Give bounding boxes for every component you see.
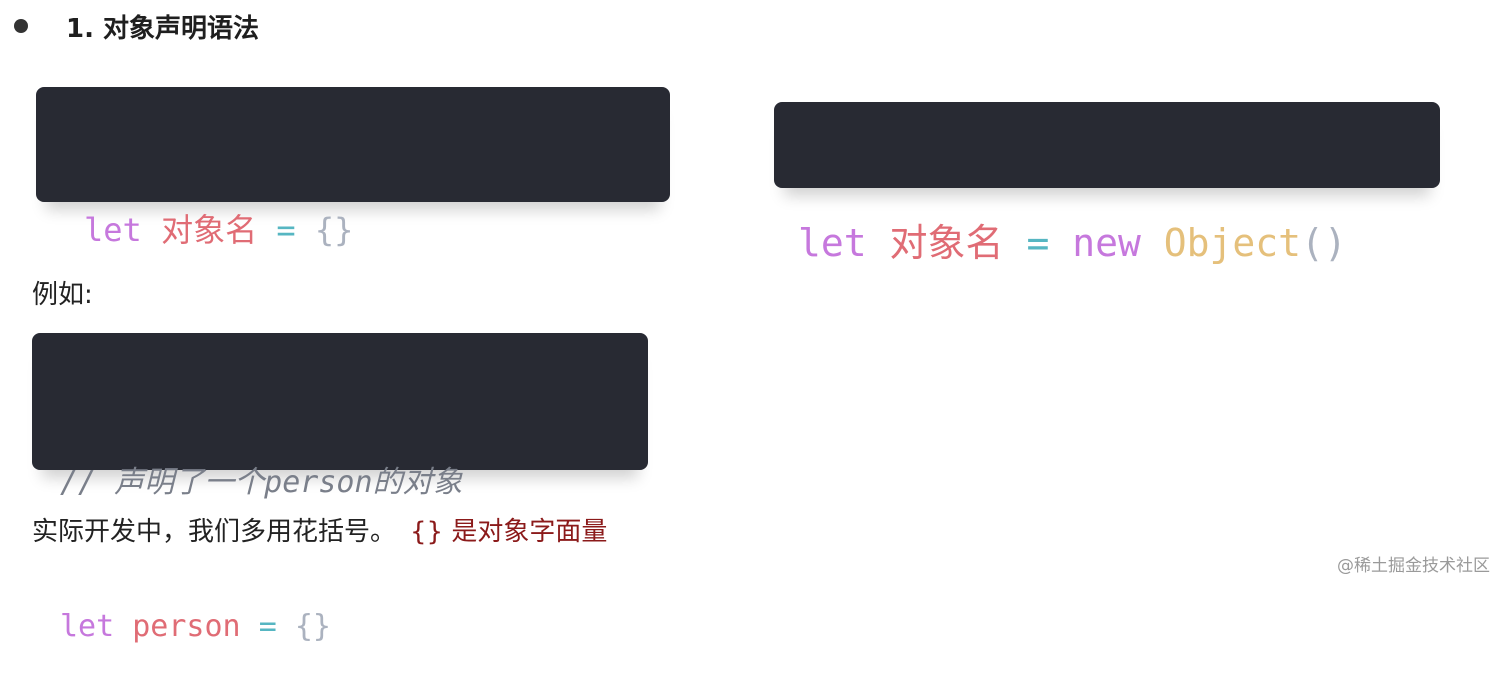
code-operator: =	[1026, 221, 1050, 265]
code-block-literal: let 对象名 = {}	[36, 87, 670, 249]
watermark: @稀土掘金技术社区	[1337, 556, 1490, 576]
heading-title: 1. 对象声明语法	[66, 13, 260, 44]
code-line: let 对象名 = {}	[84, 205, 670, 251]
section-heading: 1. 对象声明语法	[14, 6, 259, 46]
code-comment: // 声明了一个person的对象	[60, 465, 463, 500]
example-label: 例如:	[32, 280, 93, 310]
code-keyword: let	[84, 211, 142, 249]
code-variable: person	[132, 609, 241, 644]
bullet-icon	[14, 19, 28, 33]
code-line: let 对象名 = new Object()	[798, 212, 1440, 267]
code-operator: =	[258, 609, 277, 644]
code-variable: 对象名	[889, 221, 1004, 265]
code-new-keyword: new	[1072, 221, 1141, 265]
code-block-constructor: let 对象名 = new Object()	[774, 102, 1440, 265]
summary-main: 实际开发中，我们多用花括号。	[32, 517, 397, 547]
code-parens: ()	[1301, 221, 1347, 265]
code-line: let person = {}	[60, 603, 648, 651]
code-value: {}	[314, 211, 354, 249]
code-value: {}	[294, 609, 331, 644]
code-variable: 对象名	[161, 211, 258, 249]
code-keyword: let	[798, 221, 867, 265]
code-block-example: // 声明了一个person的对象 let person = {}	[32, 333, 648, 644]
code-operator: =	[276, 211, 296, 249]
summary-text: 实际开发中，我们多用花括号。 {} 是对象字面量	[32, 511, 607, 548]
code-keyword: let	[60, 609, 115, 644]
code-class-name: Object	[1163, 221, 1302, 265]
summary-highlight: {} 是对象字面量	[410, 517, 608, 547]
